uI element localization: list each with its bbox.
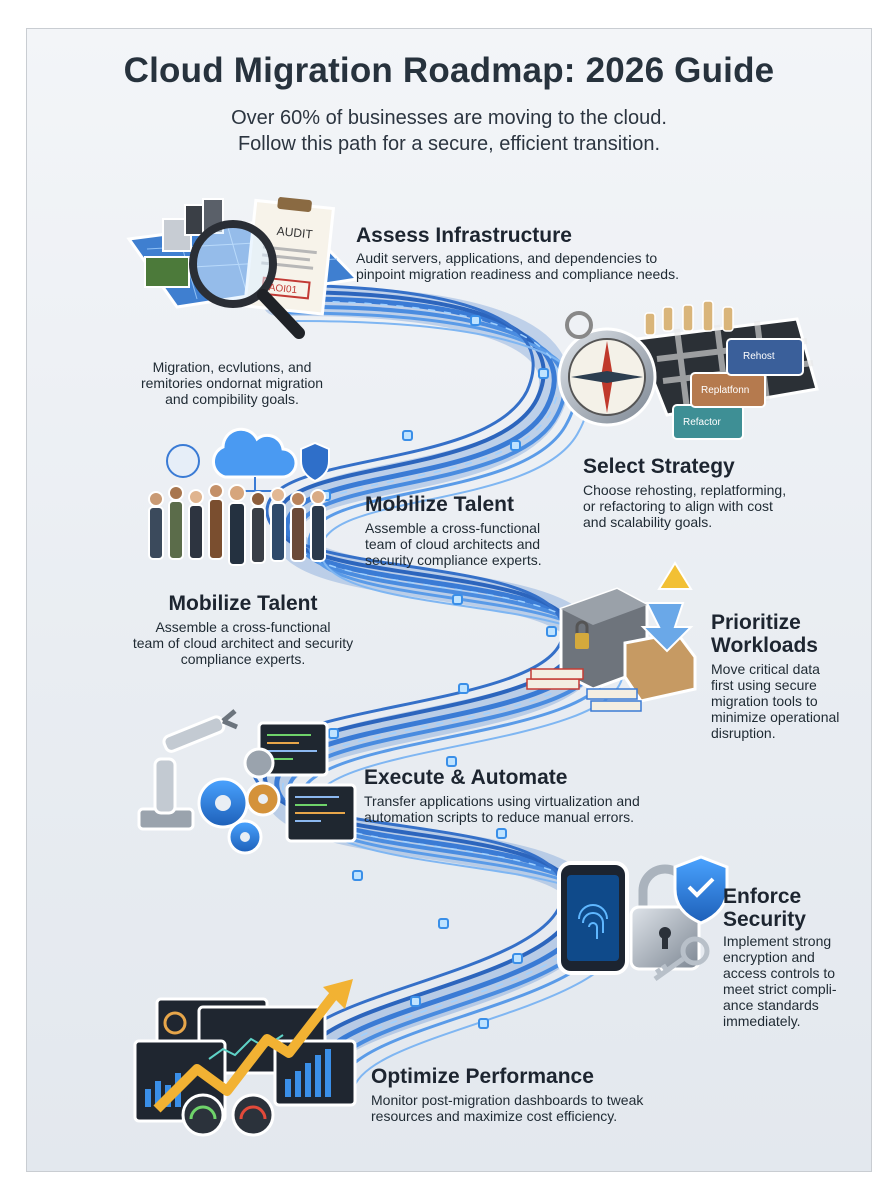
strategy-block-refactor: Refactor <box>683 417 721 428</box>
subtitle-line-1: Over 60% of businesses are moving to the… <box>231 107 667 129</box>
step-execute-description: Transfer applications using virtualizati… <box>364 793 640 825</box>
performance-dashboards-illustration <box>133 979 357 1137</box>
audit-document-label: AUDIT <box>276 224 314 242</box>
infographic-poster: AUDIT AOI01 Rehost Replatfonn Refactor <box>26 28 872 1172</box>
step-optimize-description: Monitor post-migration dashboards to twe… <box>371 1092 644 1124</box>
step-assess-heading: Assess Infrastructure <box>356 224 572 247</box>
workloads-vault-boxes-illustration <box>526 561 697 712</box>
cable-glow-nodes <box>320 315 557 1029</box>
step-strategy-heading: Select Strategy <box>583 455 735 478</box>
strategy-block-replatform: Replatfonn <box>701 385 749 396</box>
strategy-block-rehost: Rehost <box>743 351 775 362</box>
step-execute-heading: Execute & Automate <box>364 766 568 789</box>
step-optimize-heading: Optimize Performance <box>371 1065 594 1088</box>
audit-magnifier-illustration <box>126 197 361 339</box>
strategy-compass-chess-illustration <box>557 300 819 440</box>
team-people-illustration <box>148 427 330 566</box>
step-talent-heading-left: Mobilize Talent <box>168 592 318 615</box>
step-strategy-description: Choose rehosting, replatforming,or refac… <box>583 482 787 530</box>
cable-path-illustration: AUDIT AOI01 Rehost Replatfonn Refactor <box>126 197 819 1137</box>
page-title: Cloud Migration Roadmap: 2026 Guide <box>123 51 775 90</box>
audit-stamp-label: AOI01 <box>268 282 298 296</box>
security-phone-lock-shield-illustration <box>557 855 729 982</box>
step-talent-heading: Mobilize Talent <box>365 493 514 516</box>
subtitle-line-2: Follow this path for a secure, efficient… <box>237 133 661 155</box>
automation-robot-gears-illustration <box>137 709 357 855</box>
step-assess-description: Audit servers, applications, and depende… <box>356 250 679 282</box>
